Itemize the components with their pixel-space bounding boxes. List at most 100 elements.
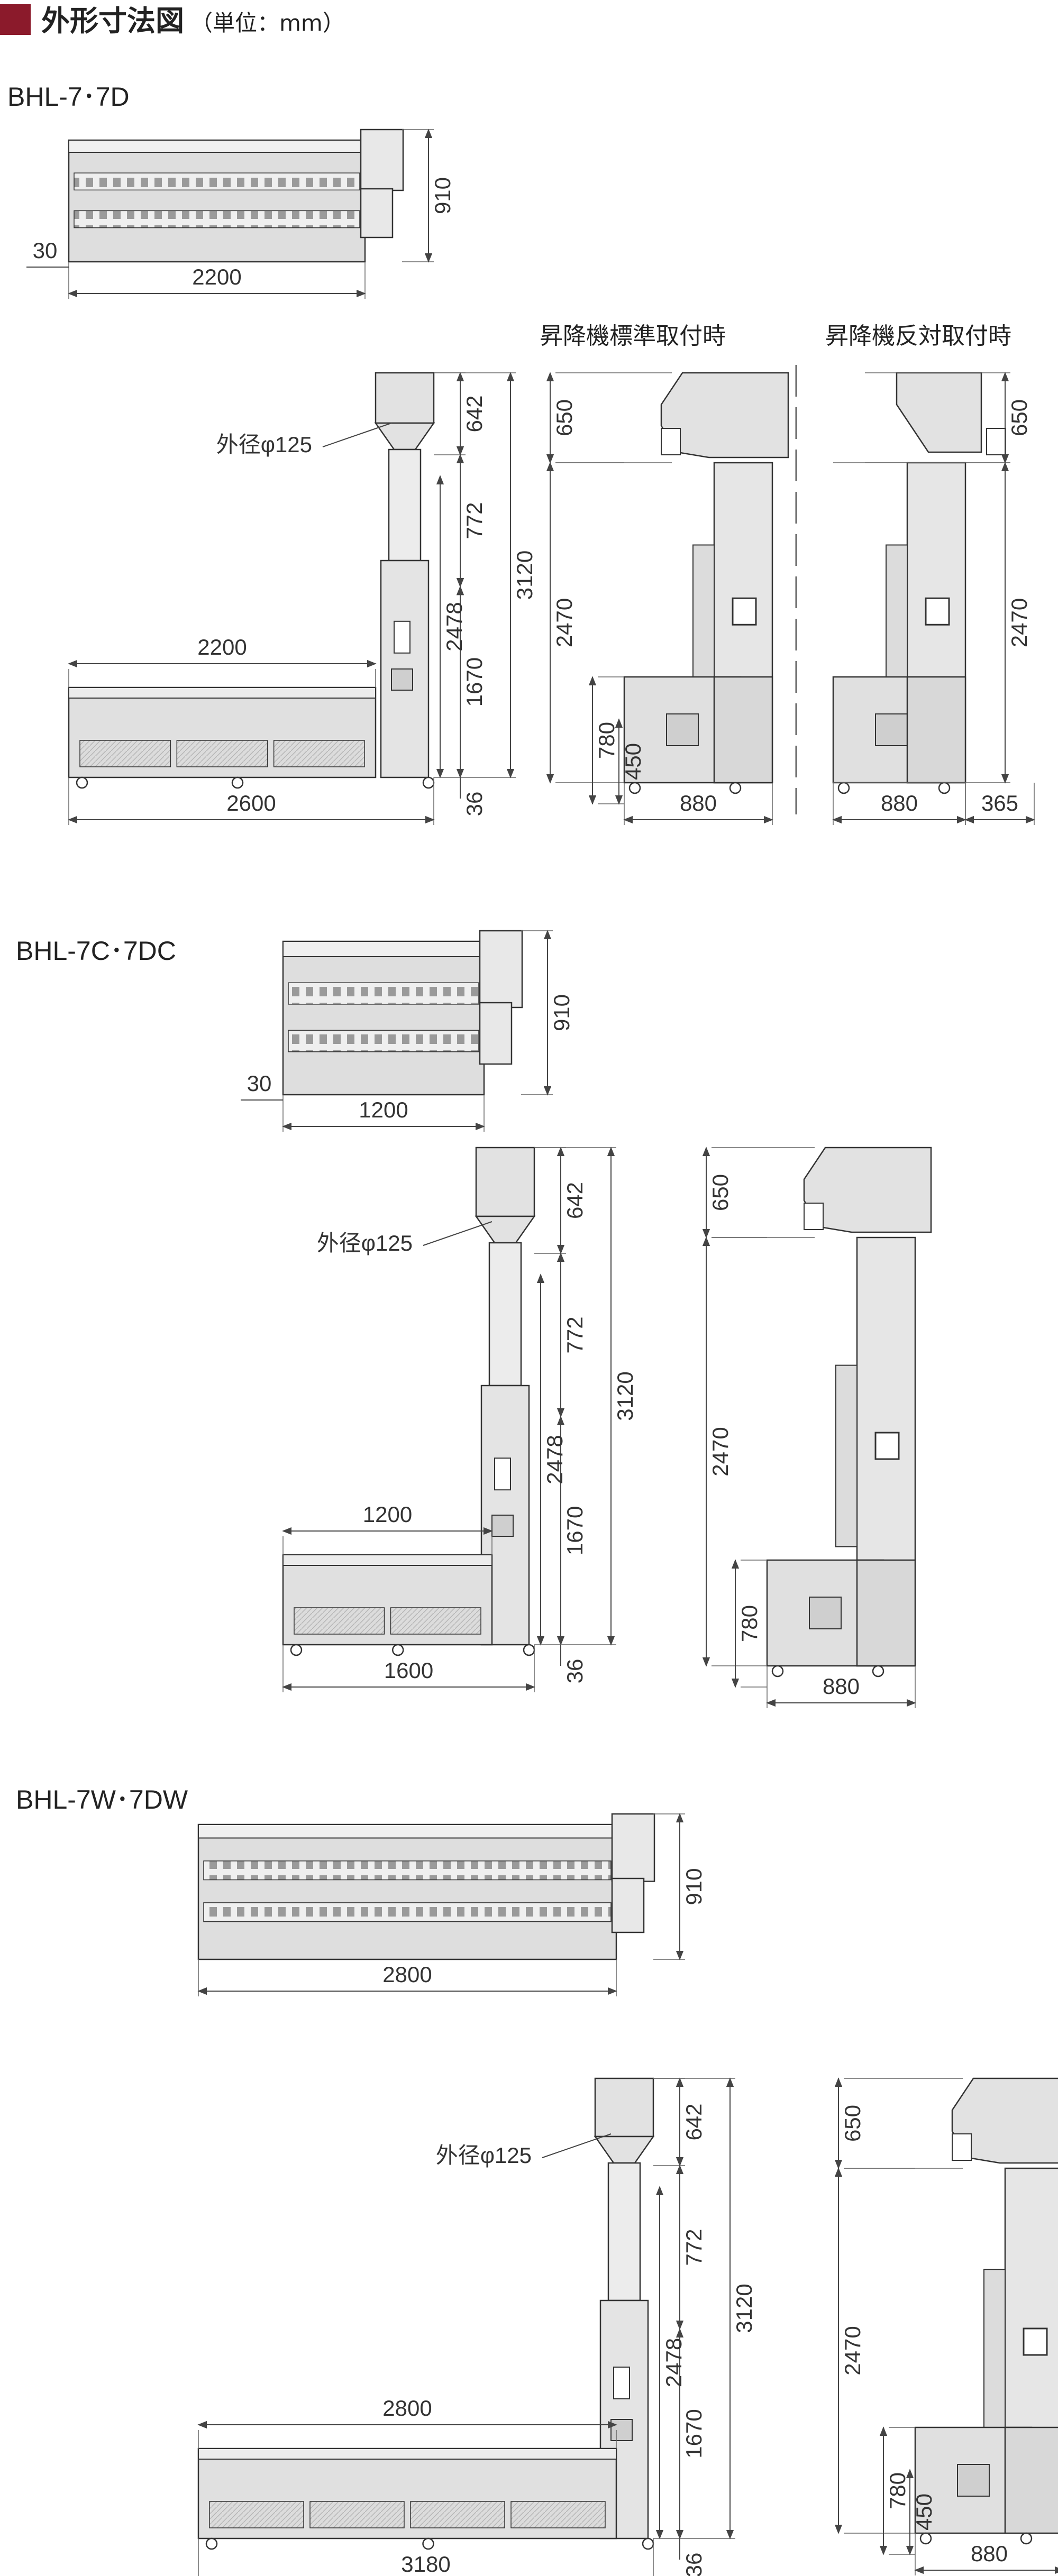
side-view-1-pipe-callout: 外径φ125: [216, 423, 392, 457]
side-view-2-1670-dim-label: 1670: [562, 1506, 587, 1555]
top-view-2-height-dim: 910: [521, 930, 574, 1096]
front-view-standard-1-450-dim-label: 450: [621, 743, 645, 780]
top-view-3-height-dim-label: 910: [681, 1868, 706, 1905]
side-view-1-length-dim: 2200: [68, 635, 377, 687]
side-view-2-total-dim-label: 1600: [384, 1658, 433, 1683]
side-view-3-772-dim: 772: [676, 2165, 706, 2330]
top-view-3-height-dim: 910: [653, 1813, 706, 1960]
side-view-1-3120-dim: 3120: [434, 372, 537, 778]
front-view-2-2470-dim: 2470: [702, 1236, 767, 1667]
side-view-2-772-dim: 772: [557, 1252, 587, 1418]
front-view-standard-1-650-dim: 650: [546, 372, 672, 464]
side-view-1-pipe-label: 外径φ125: [216, 432, 312, 457]
caption-reverse-mount: 昇降機反対取付時: [825, 323, 1011, 350]
side-view-1-772-dim-label: 772: [462, 502, 487, 539]
side-view-1-1670-dim-label: 1670: [462, 657, 487, 707]
front-view-3-450-dim-label: 450: [911, 2494, 936, 2531]
front-view-reverse-1-365-dim-label: 365: [981, 791, 1018, 815]
front-view-2-880-dim: 880: [766, 1666, 916, 1708]
side-view-2: 1200 1600 642 772 1670 2478 3120 36 外径φ125: [282, 1147, 637, 1692]
header-unit: （単位：mm）: [190, 10, 345, 36]
page-header: 外形寸法図 （単位：mm）: [0, 4, 345, 38]
front-view-reverse-1-2470-dim-label: 2470: [1007, 598, 1032, 647]
side-view-2-length-dim: 1200: [282, 1502, 493, 1555]
side-view-3-length-dim: 2800: [197, 2396, 617, 2449]
front-view-reverse-1: 650 2470 880 365: [832, 372, 1035, 825]
front-view-reverse-1-2470-dim: 2470: [833, 462, 1032, 784]
side-view-3-length-dim-label: 2800: [382, 2396, 432, 2421]
front-view-3-2470-dim-label: 2470: [840, 2326, 865, 2375]
header-marker: [0, 4, 31, 35]
top-view-3: 2800 910: [197, 1813, 706, 1996]
side-view-1-772-dim: 772: [456, 454, 487, 588]
top-view-3-width-dim: 2800: [197, 1959, 617, 1996]
side-view-1-642-dim: 642: [434, 372, 487, 456]
model-label-2: BHL-7C･7DC: [16, 936, 176, 966]
top-view-2-height-dim-label: 910: [549, 994, 574, 1031]
front-view-3-880-dim-label: 880: [971, 2541, 1008, 2566]
top-view-1-offset-label: 30: [33, 238, 58, 263]
side-view-3-total-dim: 3180: [198, 2538, 654, 2576]
side-view-3: 2800 3180 642 772 1670 2478 3120 36 外径φ125: [197, 2077, 756, 2576]
front-view-reverse-1-365-dim: 365: [964, 783, 1035, 825]
front-view-standard-1-880-dim-label: 880: [680, 791, 717, 815]
front-view-standard-1-2470-dim-label: 2470: [552, 598, 577, 647]
side-view-2-772-dim-label: 772: [562, 1316, 587, 1353]
side-view-2-total-dim: 1600: [282, 1645, 535, 1692]
side-view-3-36-label: 36: [681, 2553, 706, 2576]
top-view-1-height-dim-label: 910: [430, 177, 455, 214]
front-view-2-2470-dim-label: 2470: [708, 1427, 733, 1476]
side-view-3-642-dim: 642: [653, 2077, 706, 2167]
side-view-3-total-dim-label: 3180: [401, 2552, 450, 2576]
top-view-1: 2200 910 30: [26, 129, 455, 299]
front-view-3-780-dim-label: 780: [885, 2472, 910, 2509]
top-view-2-offset-dim: 30: [241, 1071, 283, 1101]
side-view-1-length-dim-label: 2200: [197, 635, 247, 659]
side-view-3-2478-dim: 2478: [655, 2186, 686, 2540]
top-view-2: 1200 910 30: [241, 930, 574, 1132]
side-view-2-36-label: 36: [562, 1659, 587, 1684]
side-view-1-36-dim: 36: [460, 777, 487, 816]
front-view-reverse-1-880-dim: 880: [832, 783, 966, 825]
top-view-3-width-dim-label: 2800: [382, 1962, 432, 1987]
side-view-3-772-dim-label: 772: [681, 2229, 706, 2266]
top-view-1-offset-dim: 30: [26, 238, 69, 268]
side-view-3-3120-dim-label: 3120: [732, 2284, 756, 2333]
side-view-3-2478-dim-label: 2478: [661, 2338, 686, 2387]
front-view-reverse-1-650-dim-label: 650: [1007, 399, 1032, 436]
front-view-standard-1-650-dim-label: 650: [552, 399, 577, 436]
front-view-3-450-dim: 450: [906, 2469, 936, 2555]
model-label-1: BHL-7･7D: [7, 82, 130, 112]
header-title: 外形寸法図: [41, 4, 184, 38]
side-view-3-642-dim-label: 642: [681, 2103, 706, 2140]
top-view-2-width-dim-label: 1200: [359, 1097, 408, 1122]
side-view-3-1670-dim-label: 1670: [681, 2409, 706, 2458]
side-view-2-2478-dim-label: 2478: [542, 1435, 567, 1484]
front-view-standard-1-780-dim: 780: [588, 676, 624, 805]
side-view-2-3120-dim: 3120: [534, 1147, 637, 1646]
side-view-1-total-dim: 2600: [68, 777, 435, 825]
front-view-2-780-dim: 780: [731, 1559, 767, 1688]
side-view-3-3120-dim: 3120: [653, 2077, 756, 2540]
side-view-1-642-dim-label: 642: [462, 395, 487, 432]
front-view-3-650-dim-label: 650: [840, 2105, 865, 2142]
front-view-standard-1-780-dim-label: 780: [594, 722, 619, 759]
top-view-1-width-dim: 2200: [68, 262, 366, 299]
side-view-2-642-dim: 642: [534, 1147, 587, 1254]
side-view-1-1670-dim: 1670: [456, 585, 487, 778]
caption-standard-mount: 昇降機標準取付時: [540, 323, 726, 350]
side-view-2-pipe-label: 外径φ125: [317, 1231, 413, 1255]
front-view-3-2470-dim: 2470: [834, 2167, 915, 2534]
top-view-2-width-dim: 1200: [282, 1095, 485, 1132]
front-view-2-650-dim-label: 650: [708, 1174, 733, 1211]
model-label-3: BHL-7W･7DW: [16, 1785, 188, 1814]
top-view-1-width-dim-label: 2200: [192, 264, 241, 289]
drawings: 2200910302200260064277216702478312036外径φ…: [26, 129, 1058, 2576]
side-view-3-pipe-callout: 外径φ125: [436, 2133, 612, 2168]
top-view-2-offset-label: 30: [247, 1071, 272, 1096]
side-view-2-3120-dim-label: 3120: [613, 1371, 637, 1420]
front-view-reverse-1-880-dim-label: 880: [881, 791, 918, 815]
